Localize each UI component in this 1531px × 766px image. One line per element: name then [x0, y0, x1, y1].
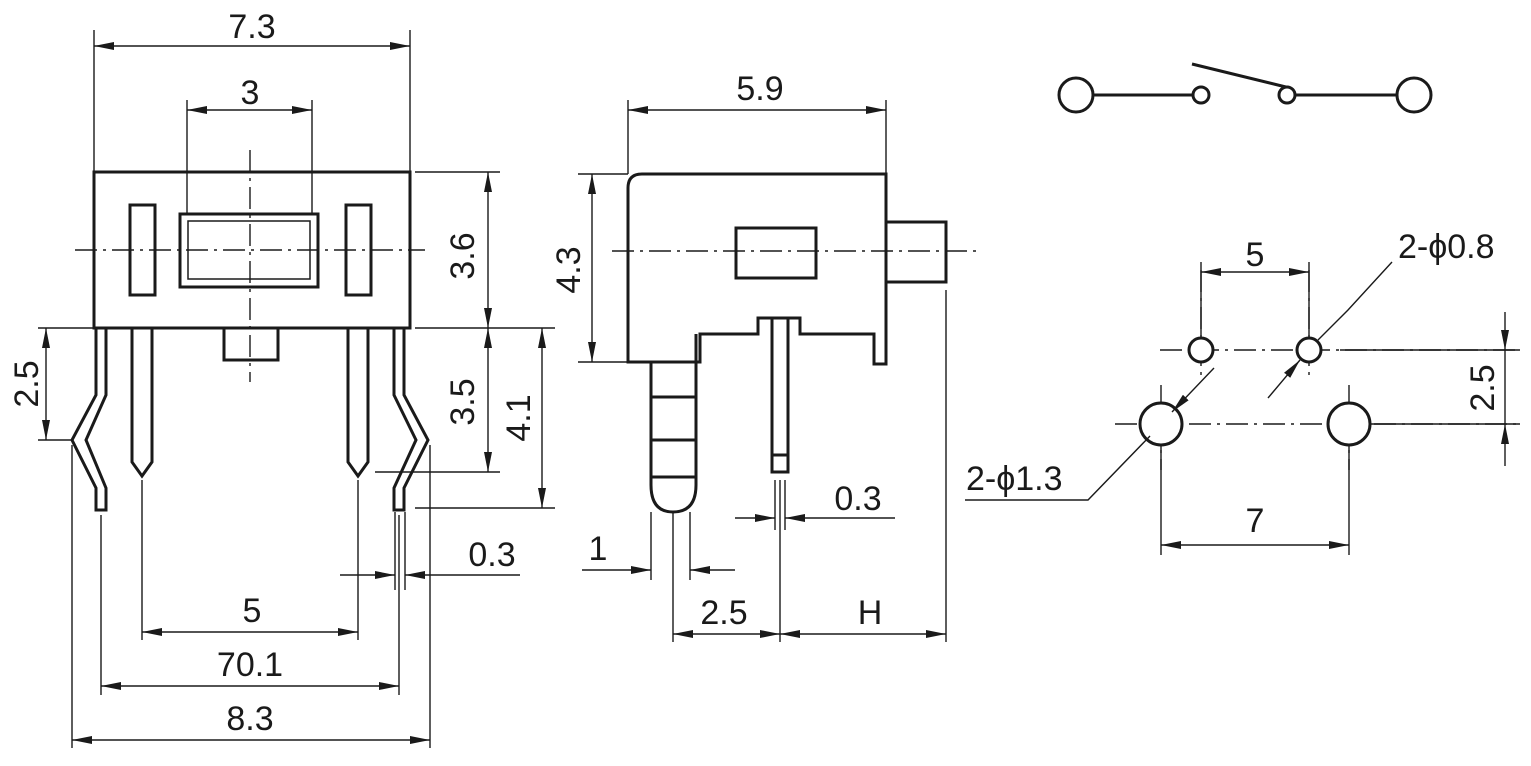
leader-large-holes: [965, 435, 1151, 501]
dim-actuator-window: 3: [241, 74, 260, 112]
dim-small-hole-spec: 2-ϕ0.8: [1398, 228, 1495, 266]
dim-actuator-height: H: [858, 594, 883, 632]
pcb-layout: 5 2-ϕ0.8 2.5 2-ϕ1.3 7: [965, 228, 1520, 555]
schematic-contact-left: [1191, 85, 1211, 105]
side-view: 5.9 4.3 0.3 1 2.5 H: [550, 70, 980, 642]
dim-large-hole-spec: 2-ϕ1.3: [966, 460, 1063, 498]
dim-outer-pin-span: 70.1: [217, 646, 283, 684]
small-hole-right: [1295, 336, 1323, 364]
dim-width-top: 7.3: [228, 8, 275, 46]
switch-schematic: [1057, 62, 1433, 114]
pin-outer-right: [392, 328, 430, 512]
dim-side-step: 1: [589, 530, 608, 568]
dim-small-hole-pitch: 5: [1246, 236, 1265, 274]
bottom-boss: [222, 328, 280, 362]
side-body: [626, 172, 888, 366]
dim-side-height: 4.3: [550, 246, 588, 293]
schematic-contact-right: [1277, 85, 1297, 105]
dim-pin-bend-height: 2.5: [8, 360, 46, 407]
large-hole-left: [1138, 401, 1184, 447]
dim-pin-pitch: 5: [243, 592, 262, 630]
side-pin: [770, 318, 790, 474]
side-actuator: [886, 220, 948, 284]
dim-overall-width: 8.3: [226, 700, 273, 738]
dim-body-height: 3.6: [444, 232, 482, 279]
dim-side-pin-thickness: 0.3: [834, 480, 881, 518]
dim-pin-length: 3.5: [444, 378, 482, 425]
schematic-lever: [1191, 62, 1291, 90]
pin-inner-left: [130, 328, 154, 479]
pin-outer-left: [70, 328, 108, 512]
dim-side-pin-offset: 2.5: [700, 594, 747, 632]
dim-row-spacing: 2.5: [1464, 364, 1502, 411]
pin-inner-right: [346, 328, 370, 479]
dim-pin-total: 4.1: [500, 394, 538, 441]
schematic-terminal-left: [1057, 76, 1095, 114]
dim-large-hole-pitch: 7: [1246, 502, 1265, 540]
large-hole-right: [1326, 401, 1372, 447]
leader-small-holes: [1317, 261, 1393, 341]
front-view: 7.3 3 3.6 3.5 4.1 2.5 0.3 5 70.1 8.3: [8, 8, 555, 748]
small-hole-left: [1187, 336, 1215, 364]
schematic-terminal-right: [1395, 76, 1433, 114]
side-window: [734, 226, 818, 280]
dim-pin-thickness: 0.3: [468, 536, 515, 574]
dim-side-depth: 5.9: [736, 70, 783, 108]
